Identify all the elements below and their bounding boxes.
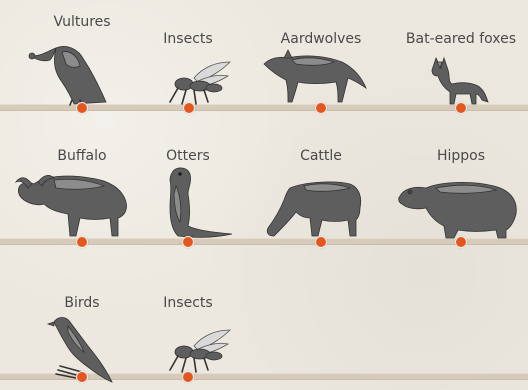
- label-insects-1: Insects: [163, 31, 212, 47]
- cattle-icon: [264, 178, 364, 240]
- buffalo-icon: [14, 170, 130, 240]
- marker-cattle: [315, 236, 327, 248]
- aardwolf-icon: [262, 48, 368, 106]
- insect-icon: [164, 328, 234, 374]
- marker-insects-2: [182, 371, 194, 383]
- label-hippos: Hippos: [437, 148, 485, 164]
- label-buffalo: Buffalo: [57, 148, 106, 164]
- marker-birds: [76, 371, 88, 383]
- label-bat-eared-foxes: Bat-eared foxes: [406, 31, 516, 47]
- hippo-icon: [396, 178, 520, 240]
- otter-icon: [160, 164, 236, 240]
- marker-hippos: [455, 236, 467, 248]
- label-birds: Birds: [64, 295, 99, 311]
- marker-otters: [182, 236, 194, 248]
- marker-insects-1: [183, 102, 195, 114]
- marker-aardwolves: [315, 102, 327, 114]
- label-otters: Otters: [166, 148, 210, 164]
- marker-buffalo: [76, 236, 88, 248]
- marker-vultures: [76, 102, 88, 114]
- label-insects-2: Insects: [163, 295, 212, 311]
- insect-icon: [164, 60, 234, 106]
- label-aardwolves: Aardwolves: [281, 31, 362, 47]
- label-cattle: Cattle: [300, 148, 342, 164]
- marker-bat-eared-foxes: [455, 102, 467, 114]
- label-vultures: Vultures: [53, 14, 110, 30]
- bat-eared-fox-icon: [428, 56, 490, 106]
- vulture-icon: [26, 38, 116, 106]
